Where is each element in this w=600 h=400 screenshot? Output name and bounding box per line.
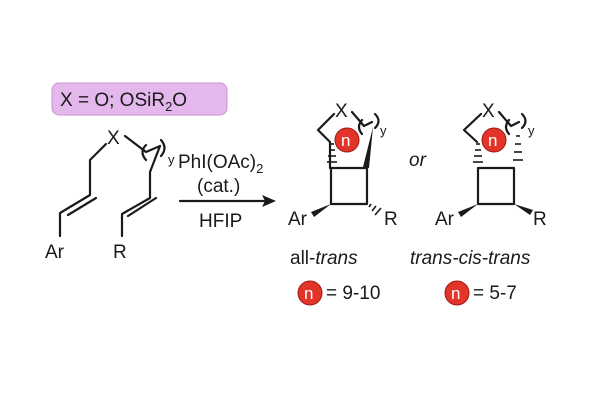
product-all-trans: X y n Ar R all-trans <box>288 101 398 306</box>
substrate-hetero-atom: X <box>107 128 120 149</box>
product-1-macrocycle-left <box>316 112 336 170</box>
product-1-hetero-atom: X <box>335 101 348 122</box>
product-1-range-symbol: n <box>304 284 313 303</box>
chain-parenthesis-left <box>141 143 148 162</box>
product-2-macrocycle-right <box>497 110 521 128</box>
product-2-ring-size-symbol: n <box>488 131 497 150</box>
product-2-parenthesis-right <box>520 112 527 130</box>
product-1-ring-size-symbol: n <box>341 131 350 150</box>
product-2-range-symbol: n <box>451 284 460 303</box>
product-1-chain-subscript: y <box>380 123 387 138</box>
product-1-hashed-bond <box>327 143 337 163</box>
product-2-macrocycle-left <box>462 112 483 144</box>
product-1-parenthesis-right <box>373 112 380 130</box>
product-2-chain-subscript: y <box>528 123 535 138</box>
product-1-range-marker <box>297 280 323 306</box>
substrate-right-chain-lower <box>120 144 162 238</box>
product-2-ring-size-range: = 5-7 <box>473 283 517 304</box>
product-2-right-substituent: R <box>533 209 547 230</box>
product-2-range-marker <box>444 280 470 306</box>
chain-parenthesis-right <box>159 138 166 158</box>
product-2-left-substituent: Ar <box>435 209 455 230</box>
product-2-hashed-right <box>513 135 523 161</box>
product-2-cyclobutane <box>476 166 516 206</box>
substrate-left-alkene-double <box>66 196 98 217</box>
substrate-right-substituent: R <box>113 242 127 263</box>
reaction-arrow-head <box>262 195 276 207</box>
reaction-conditions: PhI(OAc)2 (cat.) HFIP <box>178 152 276 232</box>
product-1-parenthesis-left <box>357 118 364 136</box>
product-2-hetero-atom: X <box>482 101 495 122</box>
product-1-right-substituent: R <box>384 209 398 230</box>
product-1-left-substituent: Ar <box>288 209 308 230</box>
product-1-stereo-label: all-trans <box>290 248 358 269</box>
product-1-wedge-top <box>363 127 373 168</box>
product-2-stereo-label: trans-cis-trans <box>410 248 531 269</box>
substrate-right-chain <box>123 134 162 154</box>
product-2-wedge-aryl <box>458 204 478 217</box>
substrate: X = O; OSiR2O X Ar y R <box>45 82 228 263</box>
substrate-left-substituent: Ar <box>45 242 65 263</box>
product-1-macrocycle-right <box>350 110 374 128</box>
solvent-label: HFIP <box>199 211 242 232</box>
or-label: or <box>409 150 427 171</box>
catalytic-label: (cat.) <box>197 176 240 197</box>
x-definition-label: X = O; OSiR2O <box>60 90 187 114</box>
product-1-hashed-r <box>368 203 382 216</box>
product-2-wedge-r <box>514 204 533 215</box>
product-trans-cis-trans: X y n Ar R trans-cis-trans <box>410 101 547 306</box>
product-1-cyclobutane <box>329 166 369 206</box>
product-2-hashed-left <box>473 143 483 163</box>
product-1-wedge-aryl <box>311 204 331 217</box>
substrate-left-chain <box>58 142 108 238</box>
product-2-parenthesis-left <box>504 118 511 136</box>
substrate-right-alkene-double <box>126 196 158 218</box>
substrate-chain-subscript: y <box>168 152 175 167</box>
product-1-ring-size-range: = 9-10 <box>326 283 380 304</box>
reagent-label: PhI(OAc)2 <box>178 152 263 176</box>
x-definition-box <box>51 82 228 116</box>
product-1-ring-size-marker <box>334 127 360 153</box>
product-2-ring-size-marker <box>481 127 507 153</box>
